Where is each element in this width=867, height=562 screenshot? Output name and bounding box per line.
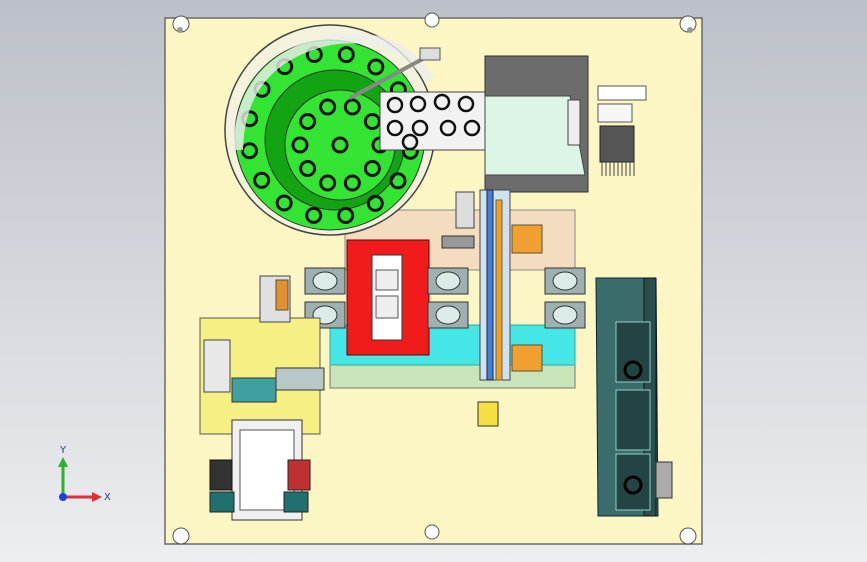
- vertical-rail[interactable]: [441, 189, 511, 427]
- track-part-ring: [386, 119, 404, 137]
- linear-feeder-track[interactable]: [379, 91, 491, 151]
- mounting-hole-icon: [424, 524, 440, 540]
- right-conveyor[interactable]: [595, 277, 673, 517]
- bowl-part-ring: [331, 136, 349, 154]
- rail-cylinder-base: [441, 235, 475, 249]
- conveyor-part-a: [623, 360, 643, 380]
- axis-z-dot: [59, 493, 67, 501]
- label-block-mid: [597, 103, 633, 123]
- axis-y-arrow: [58, 457, 68, 467]
- hopper-side-block: [567, 99, 581, 146]
- bowl-part-ring: [319, 174, 337, 192]
- rail-cylinder: [455, 191, 475, 229]
- bowl-part-ring: [291, 136, 309, 154]
- actuator-block-lower[interactable]: [511, 344, 543, 372]
- mounting-holes: [172, 12, 697, 545]
- axis-x-label: X: [104, 492, 111, 503]
- station-ring: [435, 305, 461, 325]
- bowl-part-ring: [343, 98, 361, 116]
- bowl-spiral-track: [233, 33, 435, 151]
- conveyor-pocket-c: [615, 453, 651, 511]
- bowl-part-ring: [363, 112, 381, 130]
- rail-stripe-blue: [486, 189, 494, 381]
- vibratory-bowl-feeder[interactable]: [224, 24, 441, 236]
- label-block-top: [597, 85, 647, 101]
- station-ring: [435, 271, 461, 291]
- left-orange-bar: [275, 279, 289, 311]
- bowl-part-ring: [319, 98, 337, 116]
- bowl-part-ring: [337, 206, 355, 224]
- xyz-axis-triad-icon: Y X: [58, 445, 111, 503]
- mounting-hole-icon: [424, 12, 440, 28]
- bowl-part-ring: [389, 172, 407, 190]
- red-fixture[interactable]: [346, 239, 430, 356]
- axis-y-label: Y: [59, 445, 67, 456]
- connector-comb: [599, 125, 635, 176]
- mounting-hole-icon: [687, 27, 693, 33]
- track-part-ring: [439, 119, 457, 137]
- station-ring: [552, 305, 578, 325]
- track-part-ring: [433, 93, 451, 111]
- rail-foot: [477, 401, 499, 427]
- conveyor-pocket-a: [615, 321, 651, 383]
- track-part-ring: [409, 95, 427, 113]
- bowl-center-disk: [284, 89, 396, 201]
- belt-motor-right: [287, 459, 311, 491]
- comb-teeth: [601, 162, 635, 176]
- bowl-part-ring: [253, 171, 271, 189]
- mounting-hole-icon: [172, 527, 190, 545]
- track-parts: [386, 93, 481, 151]
- feeder-rod: [349, 53, 431, 100]
- track-part-ring: [463, 119, 481, 137]
- station-ring: [552, 271, 578, 291]
- track-part-ring: [457, 95, 475, 113]
- belt-base-right: [283, 491, 309, 513]
- actuator-block-upper[interactable]: [511, 224, 543, 254]
- belt-motor-left: [209, 459, 233, 491]
- axis-x-arrow: [92, 492, 102, 502]
- left-module-side: [203, 339, 231, 393]
- bowl-part-ring: [241, 142, 259, 160]
- track-part-ring: [386, 96, 404, 114]
- bowl-part-ring: [366, 194, 384, 212]
- red-fixture-inner-a: [375, 269, 399, 291]
- track-part-ring: [401, 133, 419, 151]
- station-ring: [312, 271, 338, 291]
- conveyor-pocket-b: [615, 389, 651, 451]
- conveyor-part-b: [623, 475, 643, 495]
- bowl-part-ring: [275, 194, 293, 212]
- bowl-part-ring: [337, 46, 355, 64]
- left-module[interactable]: [199, 275, 325, 435]
- rail-stripe-orange: [495, 199, 503, 381]
- station-row: [304, 267, 586, 329]
- bowl-part-ring: [343, 174, 361, 192]
- bowl-part-ring: [363, 160, 381, 178]
- connector-body: [599, 125, 635, 163]
- bowl-part-ring: [367, 58, 385, 76]
- belt-base-left: [209, 491, 235, 513]
- track-part-ring: [411, 119, 429, 137]
- bowl-part-ring: [299, 160, 317, 178]
- rail-back: [479, 189, 511, 381]
- left-module-teal-block: [231, 377, 277, 403]
- hopper-window: [484, 95, 586, 176]
- conveyor-motor: [655, 461, 673, 499]
- bowl-part-ring: [305, 206, 323, 224]
- mounting-hole-icon: [177, 27, 183, 33]
- bowl-part-ring: [299, 112, 317, 130]
- mounting-hole-icon: [679, 527, 697, 545]
- left-module-gray-block: [275, 367, 325, 391]
- hopper-unit[interactable]: [484, 55, 589, 193]
- red-fixture-inner-b: [375, 295, 399, 319]
- belt-unit[interactable]: [209, 419, 311, 521]
- feeder-rod-end: [419, 47, 441, 61]
